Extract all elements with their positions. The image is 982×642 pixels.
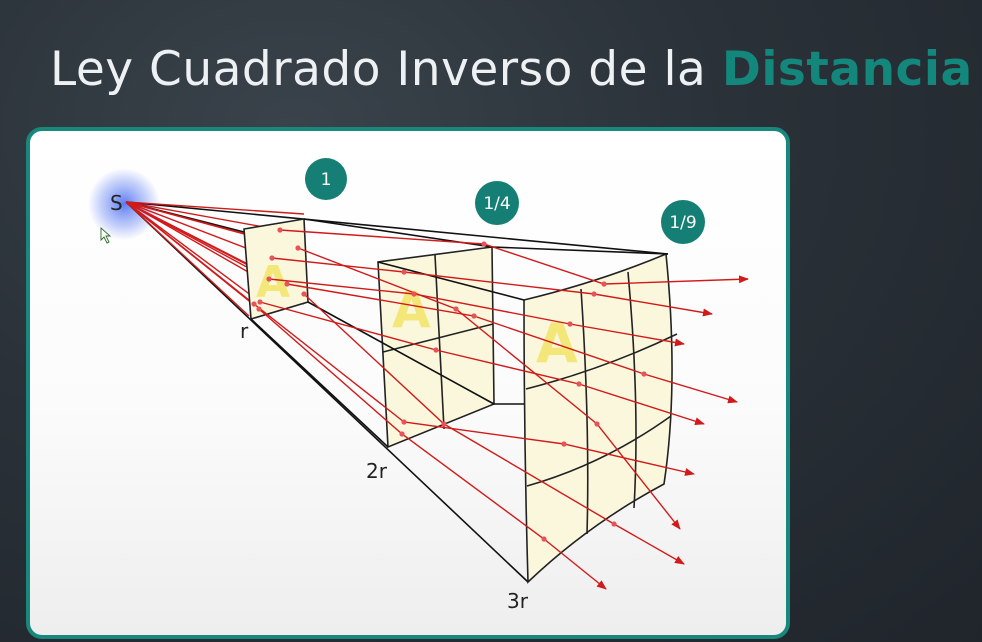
- ray-hit-point-8-1: [399, 431, 405, 437]
- ray-hit-point-1-0: [269, 255, 275, 261]
- ray-hit-point-1-2: [591, 291, 597, 297]
- ray-7: [303, 293, 685, 565]
- area-letter-2r: A: [392, 281, 431, 339]
- ray-0: [279, 229, 749, 285]
- rays-front: [253, 229, 749, 590]
- distance-label-2r: 2r: [366, 459, 388, 483]
- diagram-panel: A A A S r 2r 3r 1 1/4: [26, 127, 790, 639]
- distance-label-3r: 3r: [507, 589, 529, 613]
- ray-hit-point-6-0: [295, 245, 301, 251]
- ray-hit-point-4-0: [257, 299, 263, 305]
- ray-hit-points: [251, 227, 647, 542]
- ray-1: [271, 257, 713, 317]
- ray-hit-point-5-0: [251, 301, 257, 307]
- ray-4: [259, 301, 705, 426]
- ray-8: [258, 308, 607, 590]
- ray-hit-point-0-2: [601, 281, 607, 287]
- ray-hit-point-1-1: [401, 269, 407, 275]
- title-text: Ley Cuadrado Inverso de la: [50, 42, 722, 97]
- ray-hit-point-7-0: [301, 291, 307, 297]
- area-panel-2r: A: [377, 246, 495, 449]
- ray-hit-point-3-2: [641, 371, 647, 377]
- ray-6: [297, 247, 681, 530]
- distance-label-r: r: [240, 319, 249, 343]
- source-glow: [88, 168, 160, 240]
- ray-hit-point-0-1: [481, 241, 487, 247]
- intensity-value-1: 1: [321, 170, 332, 190]
- intensity-badge-1-9: 1/9: [661, 200, 705, 244]
- intensity-value-1-9: 1/9: [669, 213, 696, 233]
- ray-3: [286, 283, 738, 404]
- ray-hit-point-2-2: [567, 321, 573, 327]
- ray-hit-point-0-0: [277, 227, 283, 233]
- source-label: S: [110, 191, 123, 215]
- ray-hit-point-5-1: [401, 419, 407, 425]
- ray-segment-4: [125, 201, 261, 303]
- area-panel-r: A: [243, 218, 309, 321]
- ray-5: [253, 303, 695, 476]
- ray-hit-point-6-1: [453, 306, 459, 312]
- ray-hit-point-2-0: [266, 276, 272, 282]
- ray-hit-point-6-2: [594, 421, 600, 427]
- fan-line-1: [125, 201, 245, 235]
- ray-hit-point-7-2: [611, 521, 617, 527]
- ray-hit-point-8-0: [256, 306, 262, 312]
- ray-hit-point-8-2: [541, 536, 547, 542]
- intensity-value-1-4: 1/4: [483, 194, 510, 214]
- ray-hit-point-4-2: [576, 381, 582, 387]
- ray-segment-0: [125, 201, 281, 231]
- slide-title: Ley Cuadrado Inverso de la Distancia: [50, 42, 973, 97]
- area-panel-3r: A: [523, 252, 678, 584]
- ray-segment-8: [125, 201, 260, 310]
- ray-hit-point-3-1: [471, 313, 477, 319]
- title-highlight: Distancia: [721, 42, 973, 97]
- ray-2: [268, 278, 685, 347]
- area-letter-r: A: [256, 257, 290, 308]
- ray-hit-point-2-1: [411, 291, 417, 297]
- cursor-arrow-icon: [100, 226, 112, 244]
- ray-hit-point-7-1: [441, 421, 447, 427]
- ray-hit-point-5-2: [561, 441, 567, 447]
- fan-line-2: [125, 201, 250, 317]
- ray-hit-point-4-1: [433, 347, 439, 353]
- intensity-badge-1: 1: [305, 158, 347, 200]
- fan-line-0: [125, 201, 305, 215]
- inverse-square-diagram: A A A S r 2r 3r 1 1/4: [88, 158, 749, 613]
- ray-hit-point-3-0: [284, 281, 290, 287]
- intensity-badge-1-4: 1/4: [475, 181, 519, 225]
